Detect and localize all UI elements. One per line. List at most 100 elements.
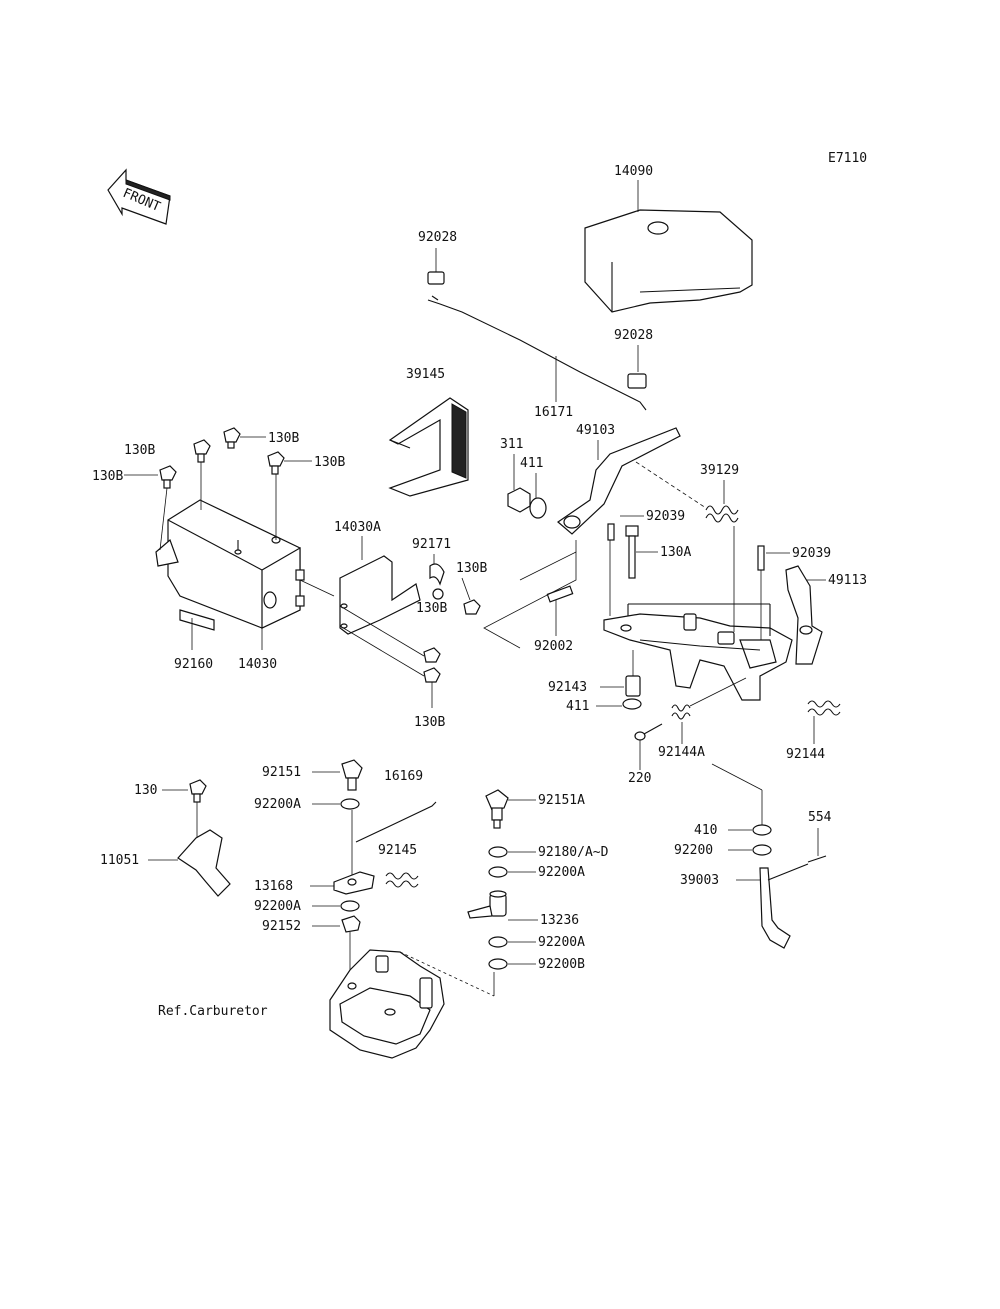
label-410: 410	[694, 823, 717, 838]
bolt-130B-5	[432, 588, 444, 600]
front-arrow-icon: FRONT	[107, 168, 171, 225]
washer-92200A-3	[340, 900, 360, 912]
clip-92028-lower	[627, 373, 647, 389]
label-92039-upper: 92039	[646, 509, 685, 524]
washer-410	[752, 824, 772, 836]
label-49113: 49113	[828, 573, 867, 588]
lever-13236	[467, 890, 507, 919]
carburetor-body	[329, 949, 445, 1059]
label-130B-1: 130B	[124, 443, 155, 458]
diagram-code: E7110	[828, 151, 867, 166]
rod-16171	[427, 295, 647, 411]
clip-92028-top	[427, 271, 445, 285]
label-13236: 13236	[540, 913, 579, 928]
label-92200B: 92200B	[538, 957, 585, 972]
label-49103: 49103	[576, 423, 615, 438]
clamp-92171	[429, 563, 445, 586]
label-92200A-4: 92200A	[538, 935, 585, 950]
label-92200: 92200	[674, 843, 713, 858]
screw-220	[634, 723, 663, 741]
label-411-lower: 411	[566, 699, 589, 714]
bolt-130B-4	[159, 465, 177, 489]
label-92028-top: 92028	[418, 230, 457, 245]
label-92144A: 92144A	[658, 745, 705, 760]
label-220: 220	[628, 771, 651, 786]
cover-14030	[155, 499, 305, 629]
bolt-92002	[546, 585, 574, 603]
label-130B-7: 130B	[414, 715, 445, 730]
pin-92039-upper	[607, 523, 615, 541]
label-92160: 92160	[174, 657, 213, 672]
bracket-11051	[177, 829, 231, 897]
label-39129: 39129	[700, 463, 739, 478]
pin-554	[807, 855, 827, 863]
bolt-130B-3	[267, 451, 285, 475]
label-92171: 92171	[412, 537, 451, 552]
collar-92143	[625, 675, 641, 697]
label-14030A: 14030A	[334, 520, 381, 535]
bolt-130B-2	[223, 427, 241, 449]
label-92151: 92151	[262, 765, 301, 780]
bolt-92151	[341, 759, 363, 791]
label-92200A-3: 92200A	[254, 899, 301, 914]
ref-carburetor-label: Ref.Carburetor	[158, 1004, 268, 1019]
label-92152: 92152	[262, 919, 301, 934]
label-16171: 16171	[534, 405, 573, 420]
label-130B-6: 130B	[416, 601, 447, 616]
washer-92200A-4	[488, 936, 508, 948]
label-92144: 92144	[786, 747, 825, 762]
bolt-130B-6	[463, 599, 481, 615]
spring-92144	[807, 700, 841, 716]
bracket-14030A	[339, 555, 421, 635]
label-130A: 130A	[660, 545, 691, 560]
label-16169: 16169	[384, 769, 423, 784]
label-554: 554	[808, 810, 832, 825]
nut-311	[507, 487, 531, 513]
spring-92145	[385, 872, 419, 888]
bracket-39145	[388, 397, 469, 497]
label-92028-lower: 92028	[614, 328, 653, 343]
washer-92200	[752, 844, 772, 856]
pin-92039-right	[757, 545, 765, 571]
bolt-92151A	[485, 789, 509, 829]
label-92180: 92180/A~D	[538, 845, 609, 860]
label-130B-2: 130B	[268, 431, 299, 446]
label-92200A-2: 92200A	[538, 865, 585, 880]
label-92143: 92143	[548, 680, 587, 695]
washer-92200A-1	[340, 798, 360, 810]
label-92145: 92145	[378, 843, 417, 858]
bracket-49113	[785, 565, 823, 665]
cover-14090	[584, 209, 753, 313]
label-39003: 39003	[680, 873, 719, 888]
label-11051: 11051	[100, 853, 139, 868]
rod-16169	[355, 801, 437, 843]
link-13168	[333, 871, 375, 895]
bolt-130A	[625, 525, 639, 579]
label-92002: 92002	[534, 639, 573, 654]
spring-92144A	[671, 704, 691, 720]
bolt-130B-1	[193, 439, 211, 463]
collar-92152	[341, 915, 361, 933]
lever-39003	[759, 863, 809, 949]
bolt-130B-7	[423, 647, 441, 683]
label-13168: 13168	[254, 879, 293, 894]
washer-92200A-2	[488, 866, 508, 878]
label-130B-5: 130B	[456, 561, 487, 576]
washer-92180	[488, 846, 508, 858]
label-411-upper: 411	[520, 456, 543, 471]
label-130: 130	[134, 783, 157, 798]
spring-39129	[705, 505, 739, 523]
label-130B-3: 130B	[314, 455, 345, 470]
label-311: 311	[500, 437, 523, 452]
washer-411-lower	[622, 698, 642, 710]
label-92151A: 92151A	[538, 793, 585, 808]
washer-411-upper	[529, 497, 547, 519]
label-14030: 14030	[238, 657, 277, 672]
label-92039-right: 92039	[792, 546, 831, 561]
bolt-130	[189, 779, 207, 803]
label-39145: 39145	[406, 367, 445, 382]
lever-49103	[557, 427, 681, 535]
label-130B-4: 130B	[92, 469, 123, 484]
washer-92200B	[488, 958, 508, 970]
